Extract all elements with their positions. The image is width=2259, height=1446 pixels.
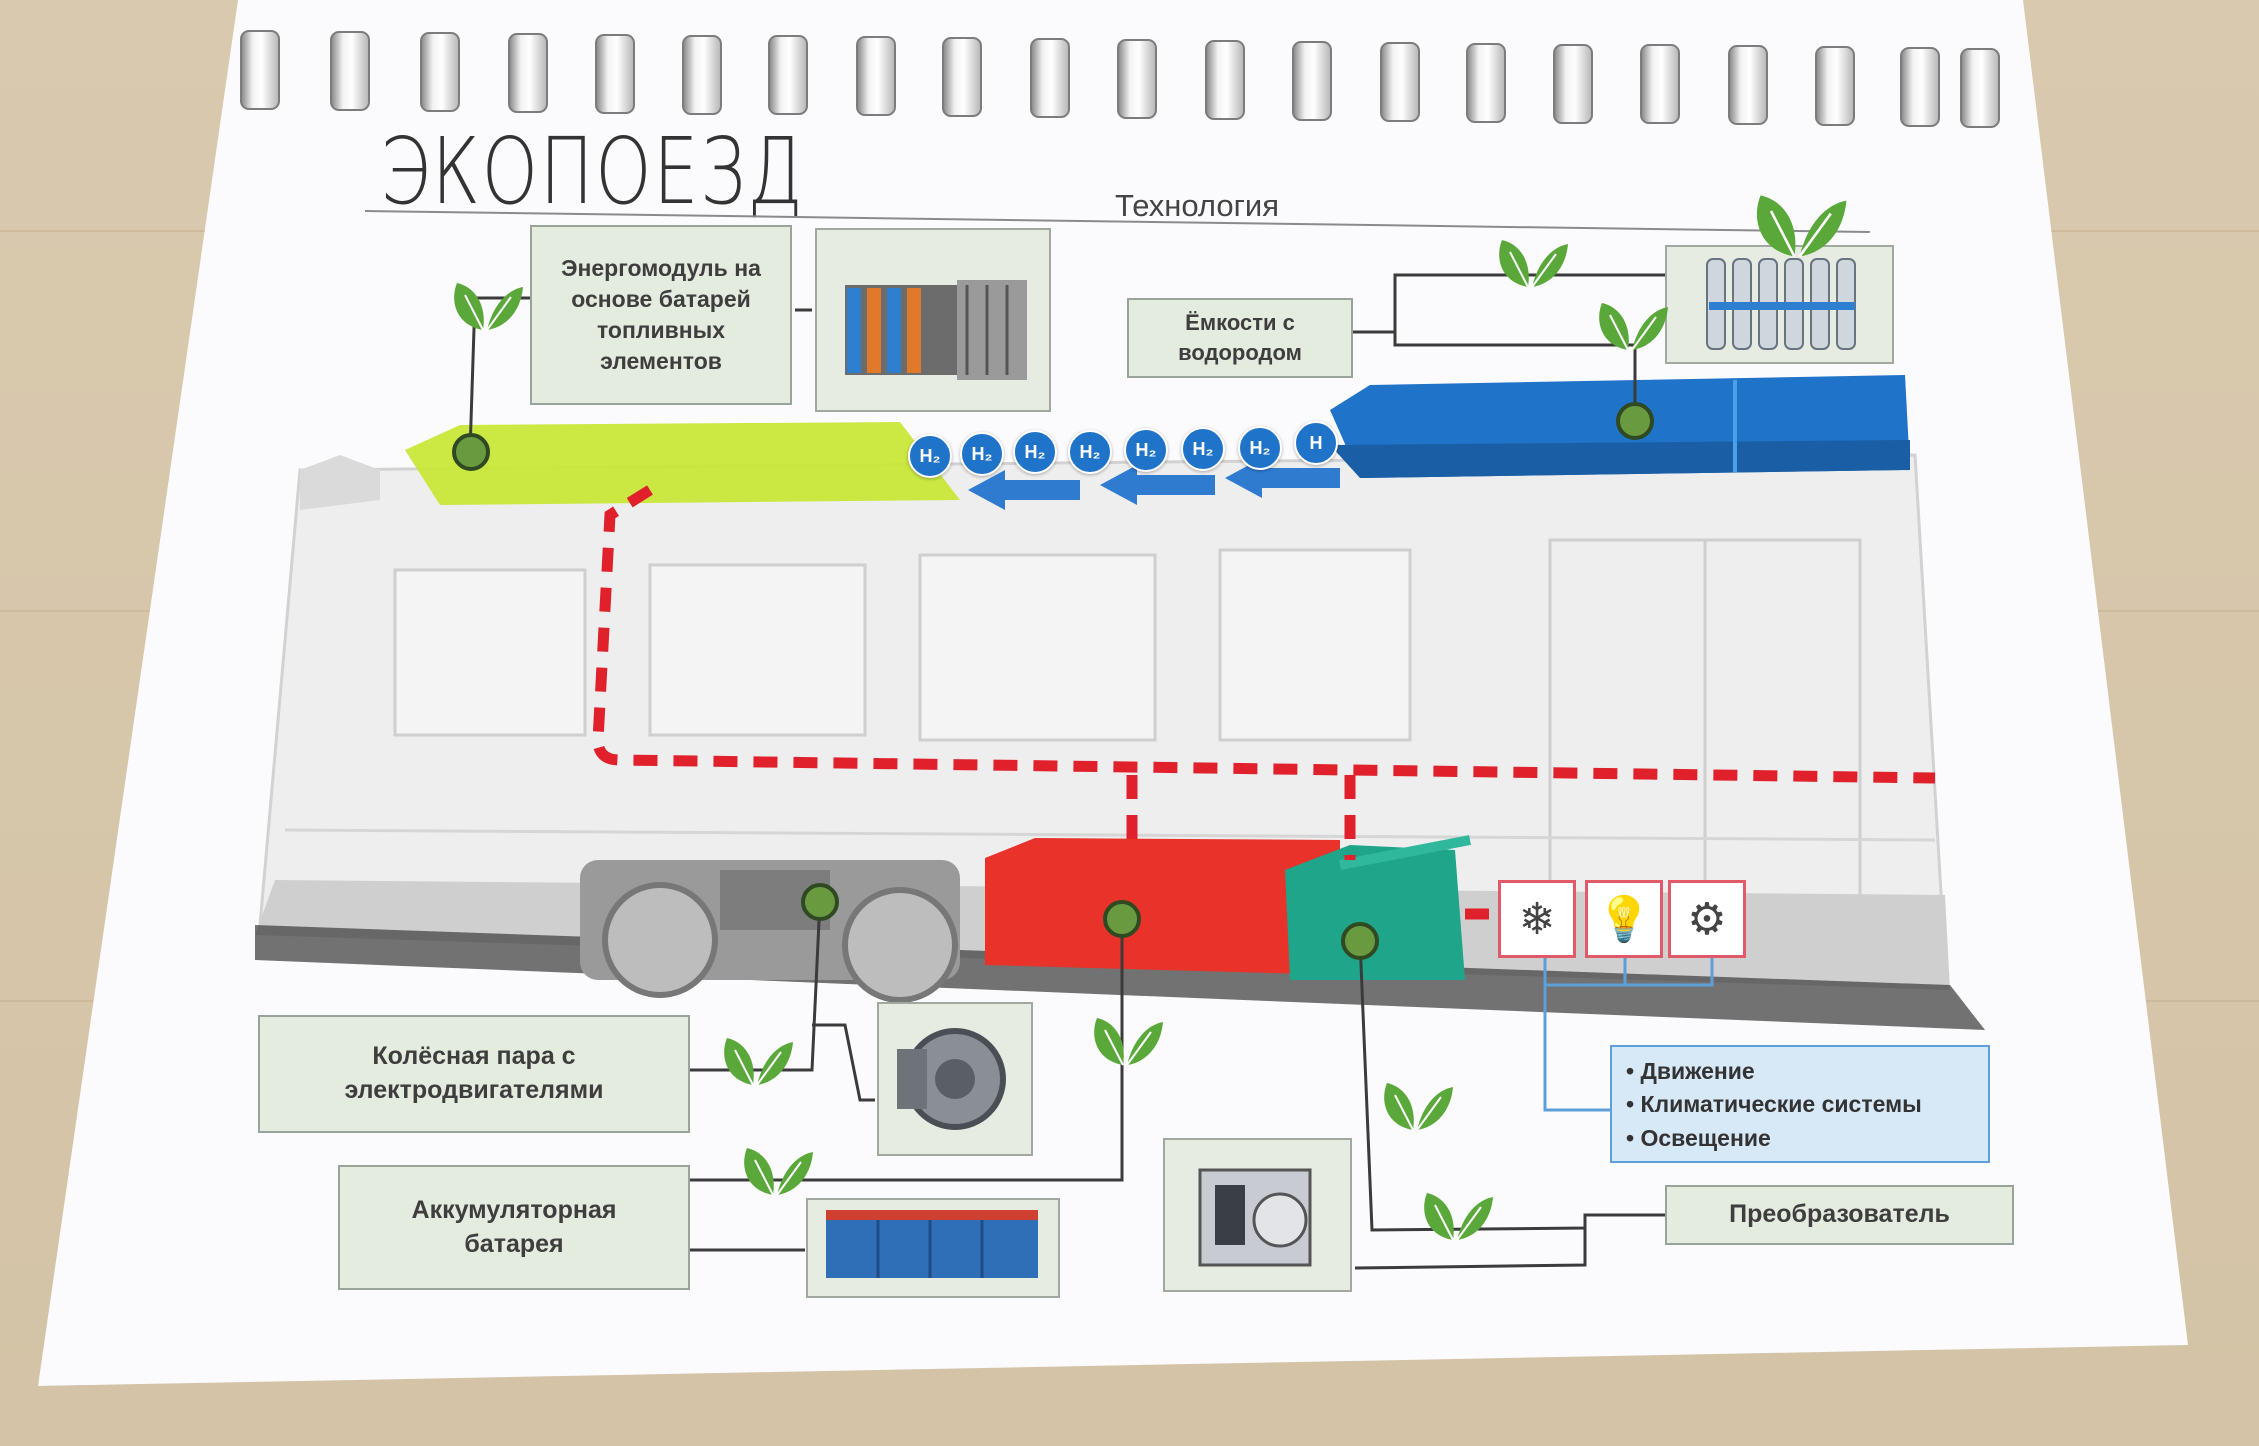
function-item-lighting: • Освещение — [1626, 1124, 1771, 1151]
hydrogen-badge: H₂ — [960, 432, 1004, 476]
function-lines — [1543, 955, 1714, 1112]
binding-ring — [1380, 41, 1420, 122]
functions-list: • Движение • Климатические системы • Осв… — [1610, 1045, 1990, 1163]
battery-node — [1103, 900, 1141, 938]
leaf-icon — [1499, 240, 1568, 288]
power-lines — [592, 485, 1936, 920]
converter-node — [1341, 922, 1379, 960]
page-subtitle: Технология — [1115, 188, 1280, 223]
leaf-icon — [454, 283, 523, 331]
page-title: ЭКОПОЕЗД — [380, 118, 805, 225]
bogie — [580, 860, 960, 1003]
hydrogen-tanks-label: Ёмкости с водородом — [1127, 298, 1353, 378]
hydrogen-badge: H — [1294, 421, 1338, 465]
converter-thumbnail — [1163, 1138, 1352, 1292]
hydrogen-badge: H₂ — [1238, 426, 1282, 470]
binding-ring — [420, 31, 460, 112]
leaf-icon — [744, 1148, 813, 1196]
leaf-icon — [1384, 1083, 1453, 1131]
leaf-icon — [1756, 195, 1847, 258]
binding-ring — [1292, 40, 1332, 121]
hydrogen-tank-thumbnail — [1665, 245, 1894, 364]
binding-ring — [595, 33, 635, 114]
traction-motor-thumbnail — [877, 1002, 1033, 1156]
energy-module-block — [405, 422, 960, 505]
binding-ring — [508, 32, 548, 113]
binding-ring — [1553, 43, 1593, 124]
binding-ring — [1960, 48, 2000, 128]
binding-ring — [1466, 42, 1506, 123]
binding-ring — [1205, 39, 1245, 120]
fuel-cell-thumbnail — [815, 228, 1051, 412]
leaf-icon — [724, 1038, 793, 1086]
energy-module-label: Энергомодуль на основе батарей топливных… — [530, 225, 792, 405]
binding-ring — [1900, 47, 1940, 128]
hydrogen-badge: H₂ — [1068, 430, 1112, 474]
converter-block — [1285, 845, 1465, 980]
hydrogen-badge: H₂ — [1181, 427, 1225, 471]
leaf-icon — [1094, 1018, 1163, 1066]
leaf-icon — [1424, 1193, 1493, 1241]
binding-ring — [1640, 44, 1680, 125]
hydrogen-badge: H₂ — [908, 434, 952, 478]
binding-ring — [856, 36, 896, 117]
binding-ring — [942, 37, 982, 118]
binding-ring — [682, 34, 722, 115]
motor-picture — [897, 1028, 1006, 1130]
battery-thumbnail — [806, 1198, 1060, 1298]
leaf-icon — [1599, 303, 1668, 351]
snowflake-icon: ❄ — [1498, 880, 1576, 958]
converter-picture — [1198, 1168, 1312, 1267]
lightbulb-icon: 💡 — [1585, 880, 1663, 958]
hydrogen-tank-node — [1616, 402, 1654, 440]
battery-picture — [826, 1210, 1038, 1278]
converter-label: Преобразователь — [1665, 1185, 2014, 1245]
gears-icon: ⚙ — [1668, 880, 1746, 958]
binding-ring — [768, 35, 808, 116]
tank-array-picture — [1706, 258, 1856, 350]
binding-ring — [1117, 39, 1157, 119]
hydrogen-badge: H₂ — [1013, 430, 1057, 474]
battery-label: Аккумуляторная батарея — [338, 1165, 690, 1290]
battery-block — [985, 838, 1340, 975]
binding-ring — [1815, 46, 1855, 127]
binding-ring — [330, 30, 370, 111]
function-item-climate: • Климатические системы — [1626, 1091, 1922, 1118]
wheelset-label: Колёсная пара с электродвигателями — [258, 1015, 690, 1133]
function-item-movement: • Движение — [1626, 1058, 1755, 1084]
wheelset-node — [801, 883, 839, 921]
hydrogen-badge: H₂ — [1124, 428, 1168, 472]
energy-module-node — [452, 433, 490, 471]
binding-ring — [1030, 38, 1070, 119]
binding-ring — [1728, 45, 1768, 126]
binding-ring — [240, 30, 280, 110]
fuel-cell-picture — [845, 280, 1027, 380]
